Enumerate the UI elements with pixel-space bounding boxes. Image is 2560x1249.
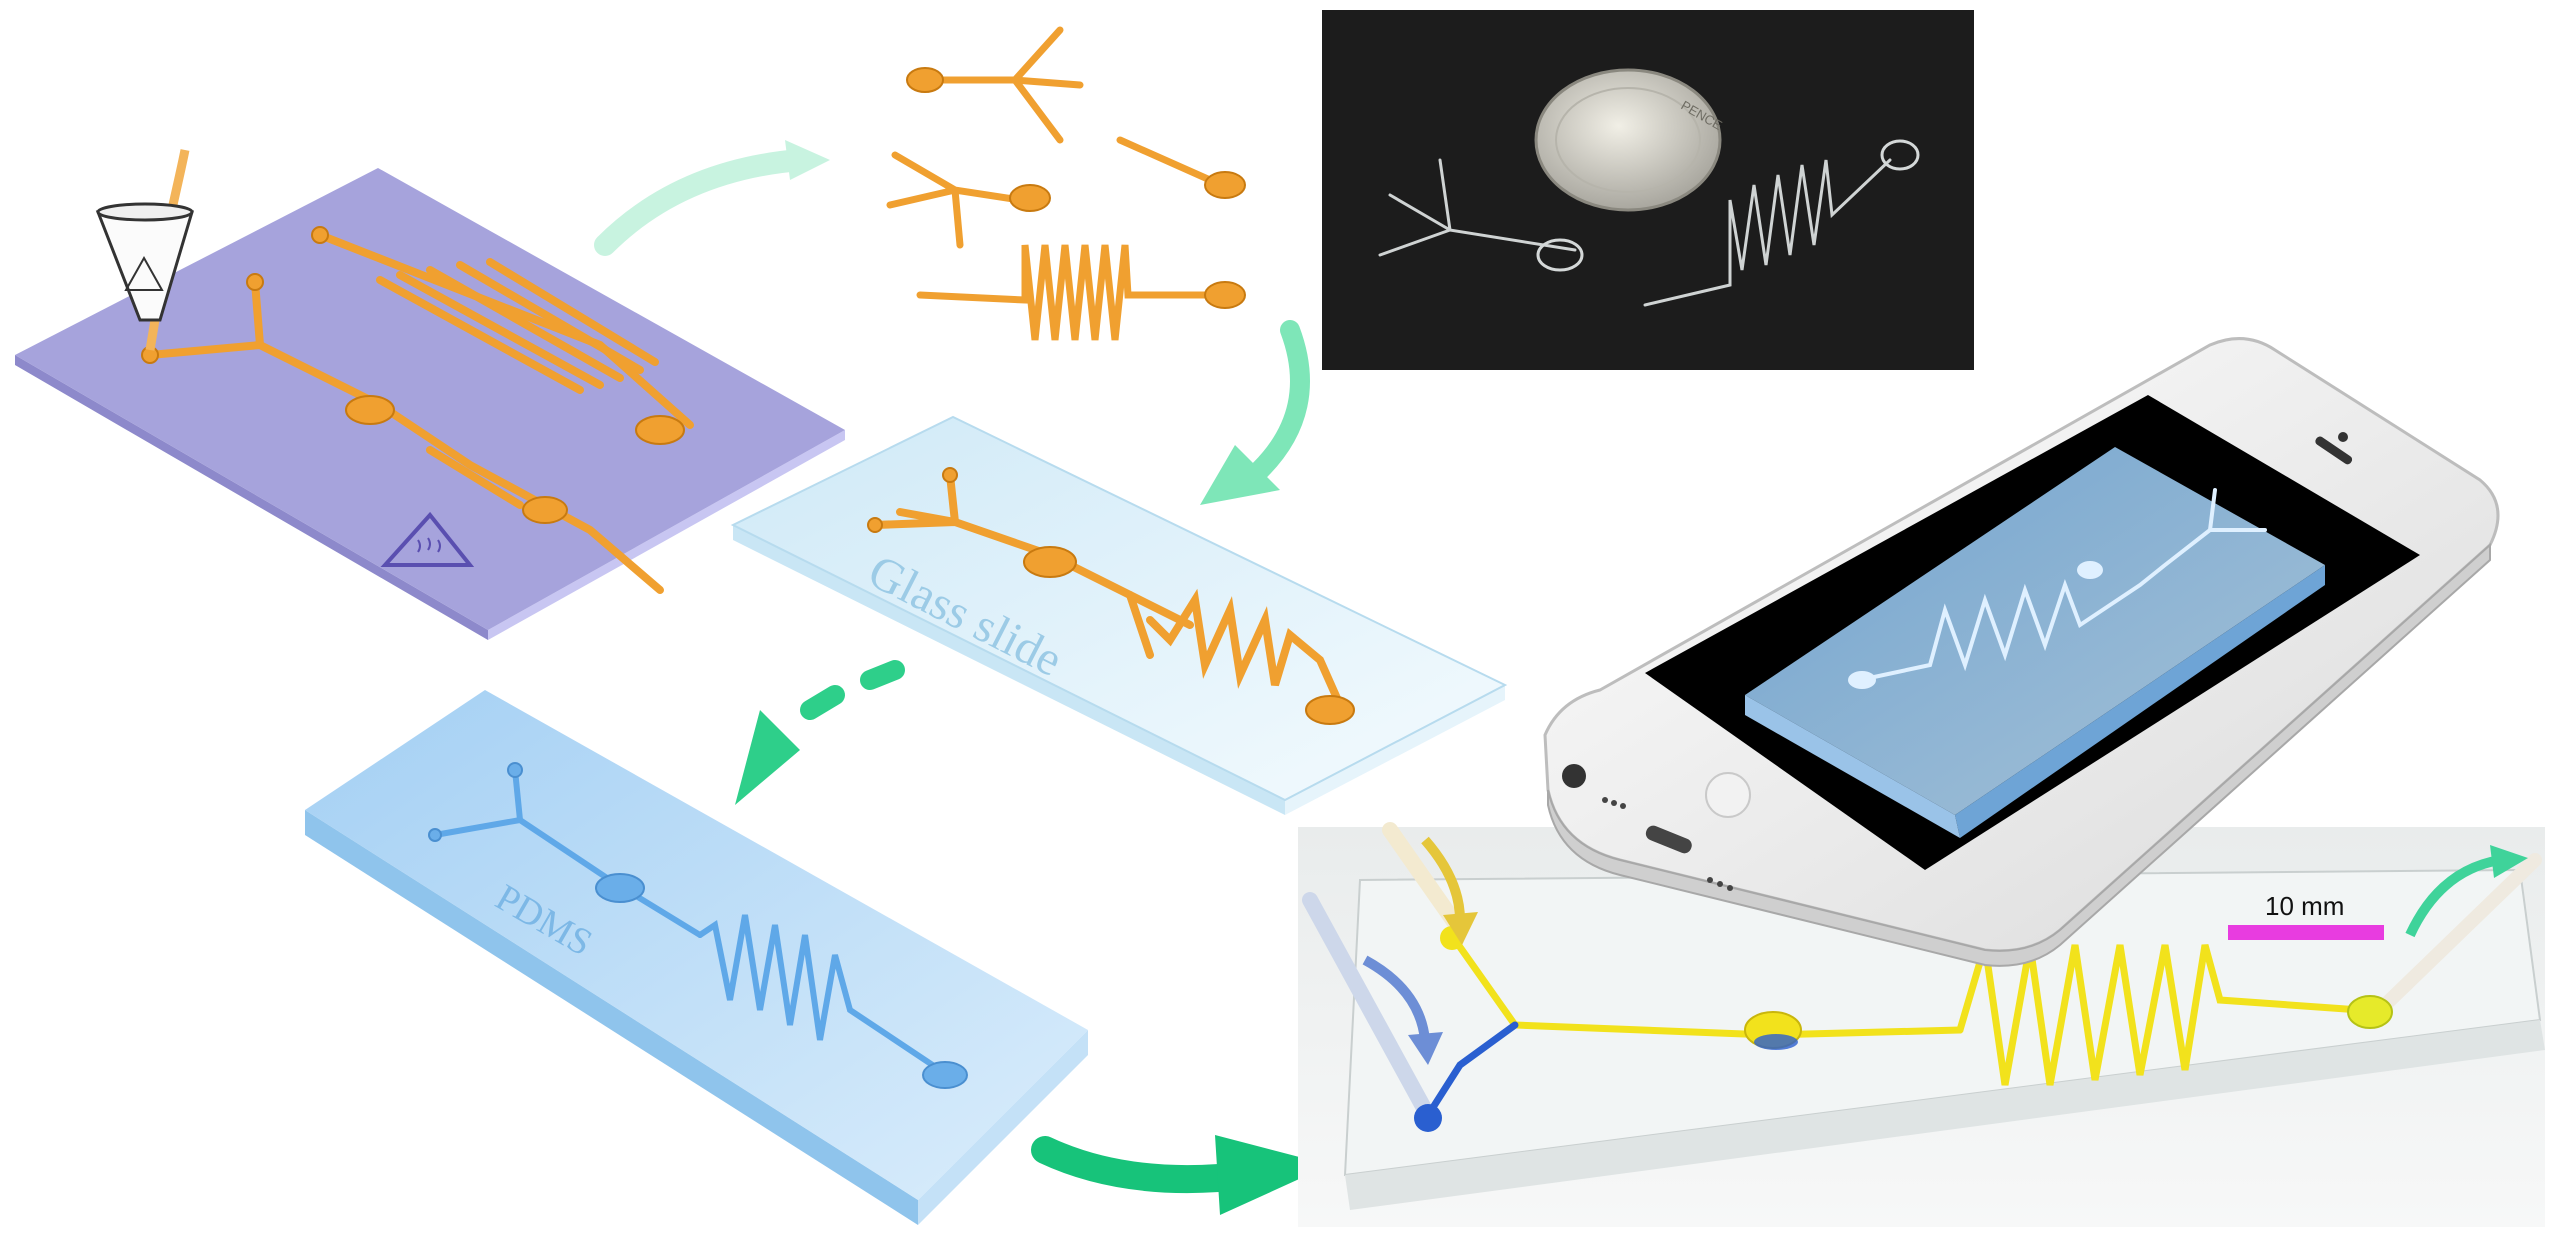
scale-bar bbox=[2228, 925, 2384, 940]
hotplate-panel bbox=[15, 150, 845, 640]
coin-photo-panel: PENCE bbox=[1322, 10, 1974, 370]
glass-slide-top bbox=[733, 417, 1505, 800]
headphone-jack bbox=[1562, 764, 1586, 788]
glass-slide-panel: Glass slide bbox=[733, 417, 1505, 815]
pdms-top bbox=[305, 690, 1088, 1200]
home-button bbox=[1706, 773, 1750, 817]
pdms-panel: PDMS bbox=[305, 690, 1088, 1225]
front-camera bbox=[2338, 432, 2348, 442]
arrow-to-pdms-dashed bbox=[870, 670, 895, 680]
arrow-to-glass-slide bbox=[1260, 330, 1300, 470]
scale-bar-label: 10 mm bbox=[2265, 891, 2344, 921]
arrow-to-cut-channels bbox=[605, 160, 800, 245]
